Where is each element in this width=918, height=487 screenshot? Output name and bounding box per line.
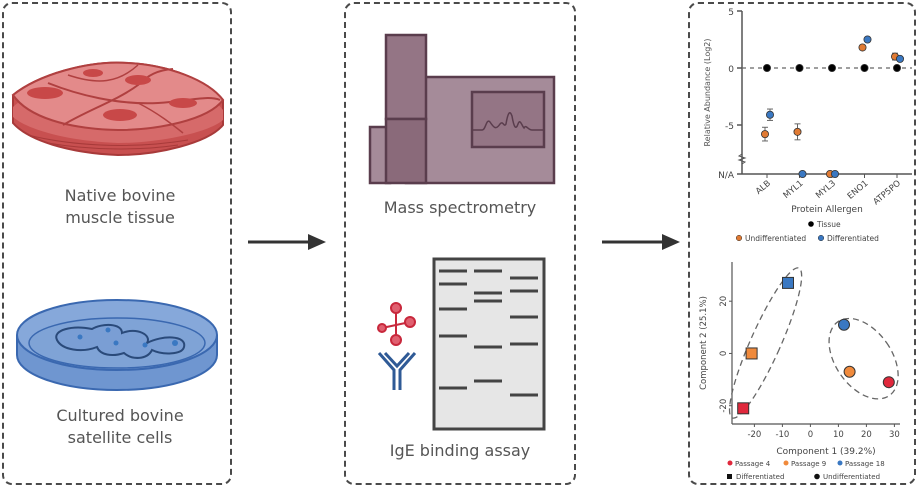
western-blot-icon [432,257,546,431]
legend-marker-passage18 [837,460,843,466]
y-tick-label: 20 [719,296,729,307]
data-point-tissue [763,64,772,73]
pca-point-square [782,276,794,289]
y-tick-label: 0 [728,65,734,75]
cultured-cells-label-line2: satellite cells [67,428,173,447]
x-tick-label: 30 [889,430,900,440]
mass-spec-caption: Mass spectrometry [383,198,537,217]
petri-dish-icon [16,299,218,391]
data-point-differentiated [830,169,839,178]
x-tick-label: MYL1 [782,179,806,201]
cluster-undifferentiated [828,317,899,400]
pca-chart: -20 -10 0 10 20 30 -20 0 20 Component 2 (25.1%) Co… [699,262,900,481]
pca-point-circle [843,365,856,378]
legend-marker-undifferentiated [814,473,820,480]
muscle-tissue-icon [11,61,225,157]
data-point-differentiated [766,110,775,119]
x-tick-label: ENO1 [846,179,871,202]
legend-marker-passage4 [727,460,733,466]
allergen-icon [377,302,416,346]
legend-label-differentiated: Differentiated [827,234,879,243]
y-tick-label: -5 [725,122,734,132]
legend-label-passage4: Passage 4 [735,460,771,468]
y-axis-label: Component 2 (25.1%) [699,296,709,390]
mass-spectrometer-icon [368,33,556,185]
data-point-undifferentiated [858,43,867,52]
legend-label-undifferentiated: Undifferentiated [823,473,880,481]
x-tick-label: 0 [808,430,813,440]
x-tick-label: 20 [861,430,872,440]
y-tick-label: -20 [719,399,729,413]
y-tick-label: N/A [718,171,735,181]
native-tissue-label-line2: muscle tissue [65,208,175,227]
cultured-cells-label-line1: Cultured bovine [56,406,184,425]
x-axis-label: Component 1 (39.2%) [776,447,875,457]
results-panel [688,2,916,485]
pca-point-square [745,347,758,360]
x-tick-label: -20 [747,430,761,440]
legend-marker-differentiated [727,474,732,479]
y-tick-label: 5 [728,8,734,18]
x-tick-label: ATP5PO [871,178,903,207]
native-tissue-caption: Native bovine muscle tissue [20,185,220,229]
x-tick-label: MYL3 [814,179,838,201]
legend-label-undifferentiated: Undifferentiated [745,234,806,243]
pca-point-circle [882,376,895,389]
relative-abundance-chart: 5 0 -5N/A Relative Abundance (Log2) ALB MYL1 M… [703,8,912,243]
legend-marker-differentiated [817,234,825,242]
x-tick-label: ALB [754,179,773,197]
pca-point-square [737,402,750,415]
data-point-differentiated [798,169,807,178]
y-axis-label: Relative Abundance (Log2) [703,38,712,146]
data-point-undifferentiated [761,130,770,139]
axis-break-icon [737,153,747,165]
legend-marker-passage9 [783,460,789,466]
legend-label-passage18: Passage 18 [845,460,885,468]
samples-panel [2,2,232,485]
legend-label-passage9: Passage 9 [791,460,826,468]
legend-label-tissue: Tissue [816,220,841,229]
antibody-icon [377,351,417,390]
cluster-differentiated [728,267,803,419]
x-tick-label: 10 [833,430,844,440]
native-tissue-label-line1: Native bovine [64,186,176,205]
y-tick-label: 0 [719,351,729,356]
arrow-right-icon [248,234,326,250]
legend-label-differentiated: Differentiated [736,473,784,481]
pca-point-circle [838,318,850,331]
methods-panel [344,2,576,485]
legend-marker-undifferentiated [735,234,743,242]
cultured-cells-caption: Cultured bovine satellite cells [20,405,220,449]
data-point-differentiated [895,54,904,63]
arrow-right-icon [602,234,680,250]
data-point-tissue [827,64,836,73]
data-point-tissue [892,64,901,73]
x-axis-label: Protein Allergen [791,205,863,215]
data-point-undifferentiated [793,127,802,136]
ige-assay-caption: IgE binding assay [389,441,531,460]
x-tick-label: -10 [775,430,789,440]
data-point-tissue [860,64,869,73]
data-point-tissue [795,64,804,73]
data-point-differentiated [863,35,872,44]
legend-marker-tissue [808,221,814,227]
